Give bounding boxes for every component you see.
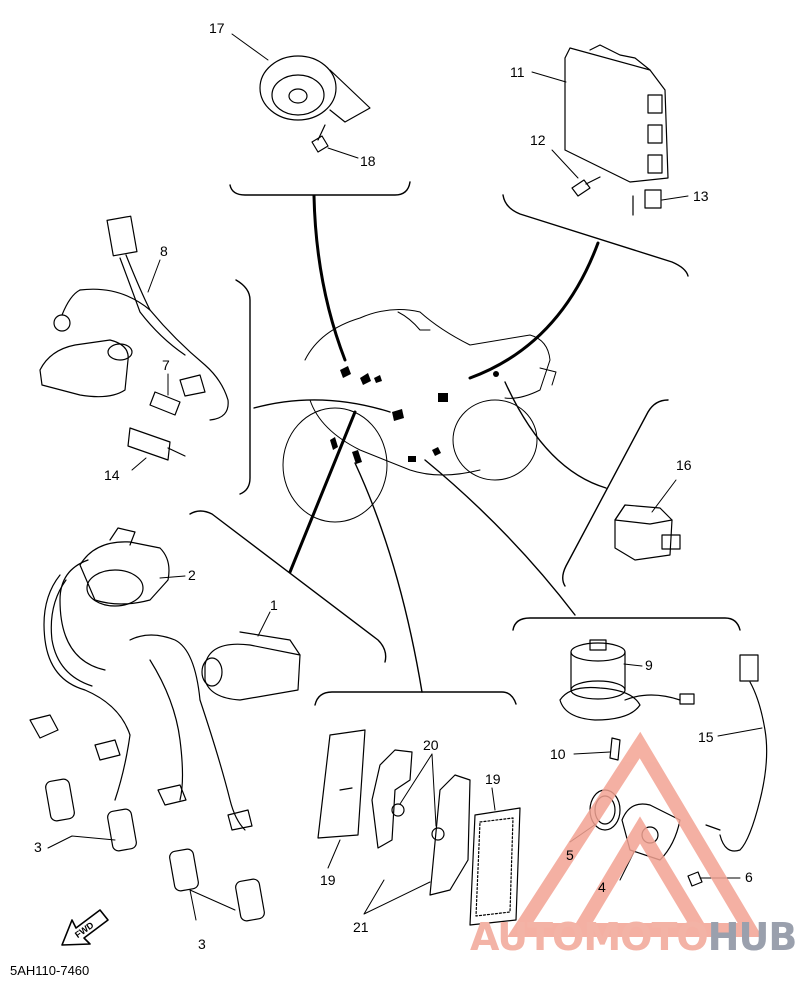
label-6: 6: [745, 869, 753, 885]
label-leaders: [47, 33, 763, 921]
label-1: 1: [270, 597, 278, 613]
label-14: 14: [104, 467, 120, 483]
label-16: 16: [676, 457, 692, 473]
leader-horn: [312, 194, 347, 362]
label-9: 9: [645, 657, 653, 673]
bracket-relay: [562, 399, 669, 587]
label-3b: 3: [198, 936, 206, 952]
diagram-code: 5AH110-7460: [10, 963, 90, 978]
leader-reflectors: [354, 462, 423, 693]
label-7: 7: [162, 357, 170, 373]
cdi-unit-part: [564, 44, 669, 216]
label-13: 13: [693, 188, 709, 204]
watermark-text-secondary: HUB: [707, 915, 798, 959]
label-20: 20: [423, 737, 439, 753]
label-3a: 3: [34, 839, 42, 855]
bracket-cdi: [502, 194, 689, 277]
bracket-reflectors: [314, 691, 517, 706]
ignition-coils-part: [29, 527, 301, 922]
horn-part: [259, 55, 371, 153]
label-11: 11: [510, 64, 525, 80]
label-8: 8: [160, 243, 168, 259]
leader-left: [253, 399, 391, 413]
label-21: 21: [353, 919, 369, 935]
relay-part: [614, 504, 681, 561]
label-19b: 19: [320, 872, 336, 888]
sensor-harness-part: [39, 215, 229, 461]
bracket-starter: [512, 617, 741, 631]
label-10: 10: [550, 746, 566, 762]
label-2: 2: [188, 567, 196, 583]
watermark-logo: [507, 731, 763, 937]
leader-starter: [424, 459, 576, 616]
label-12: 12: [530, 132, 546, 148]
leader-coils: [288, 410, 357, 574]
label-18: 18: [360, 153, 376, 169]
bracket-horn: [229, 181, 411, 196]
mount-points: [330, 366, 499, 464]
leader-cdi: [468, 241, 600, 380]
watermark-text: AUTOMOTOHUB: [470, 915, 798, 959]
label-19a: 19: [485, 771, 501, 787]
bracket-left: [235, 279, 251, 495]
fwd-arrow: [61, 909, 109, 946]
label-17: 17: [209, 20, 225, 36]
reflectors-part: [317, 729, 521, 926]
bracket-coils: [189, 510, 387, 663]
leader-relay: [504, 381, 607, 489]
label-5: 5: [566, 847, 574, 863]
motorcycle-outline: [282, 309, 557, 523]
label-4: 4: [598, 879, 606, 895]
watermark-text-primary: AUTOMOTO: [470, 915, 709, 959]
label-15: 15: [698, 729, 714, 745]
starter-part: [559, 639, 768, 887]
